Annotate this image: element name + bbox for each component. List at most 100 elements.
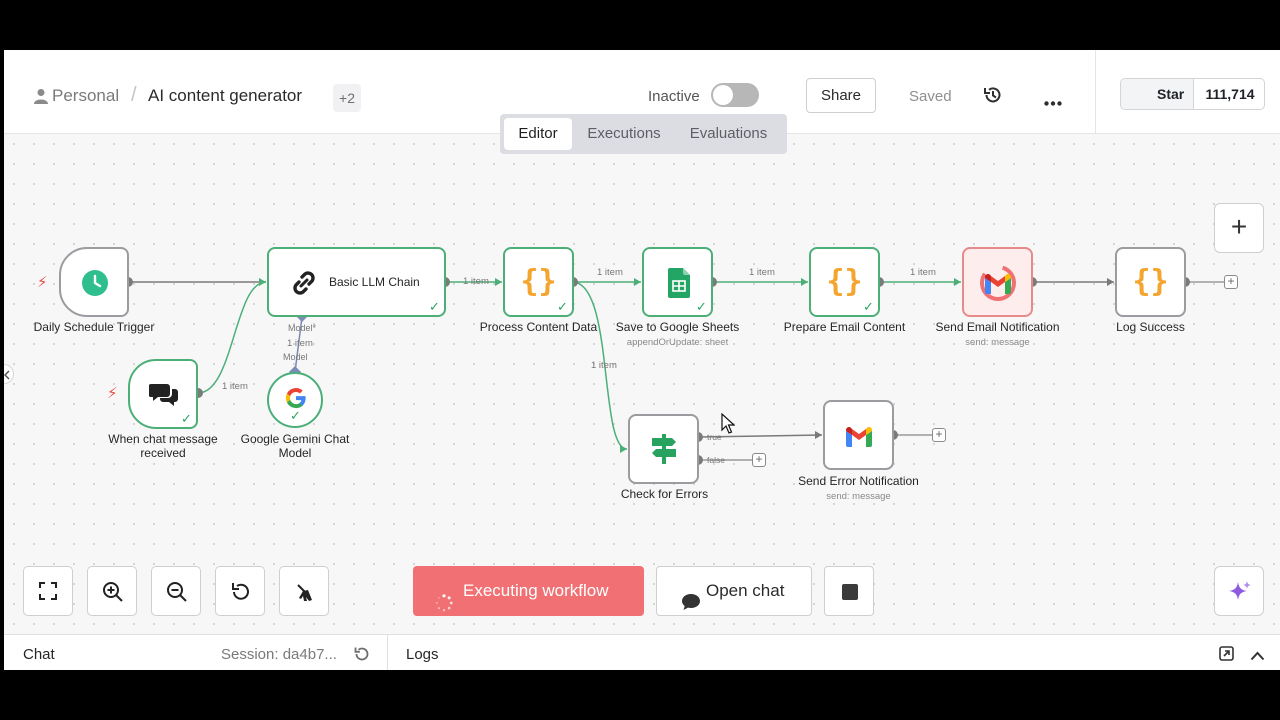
reset-session-icon[interactable] bbox=[353, 645, 371, 668]
node-log-success[interactable]: {} bbox=[1115, 247, 1186, 317]
broom-icon bbox=[297, 584, 312, 601]
edge-label: 1 item bbox=[749, 267, 775, 278]
executing-workflow-button[interactable]: Executing workflow bbox=[413, 566, 644, 616]
node-basic-llm-chain[interactable]: Basic LLM Chain ✓ bbox=[267, 247, 446, 317]
node-send-email-notification[interactable] bbox=[962, 247, 1033, 317]
zoom-in-icon bbox=[103, 582, 123, 602]
edge-gemini-llm bbox=[294, 316, 303, 373]
gmail-icon bbox=[846, 427, 872, 452]
node-label: Check for Errors bbox=[620, 487, 709, 501]
tidy-up-button[interactable] bbox=[279, 566, 329, 616]
tab-evaluations[interactable]: Evaluations bbox=[689, 125, 768, 142]
chevron-up-icon[interactable] bbox=[1250, 648, 1265, 666]
session-id: Session: da4b7... bbox=[221, 646, 337, 663]
loading-spinner-icon bbox=[435, 582, 453, 632]
link-icon bbox=[289, 268, 319, 303]
edge-label: 1 item bbox=[287, 338, 313, 349]
success-check-icon: ✓ bbox=[557, 299, 568, 314]
zoom-out-button[interactable] bbox=[151, 566, 201, 616]
undo-icon bbox=[232, 583, 249, 600]
code-icon: {} bbox=[1132, 264, 1169, 299]
workflow-canvas[interactable]: 1 item 1 item 1 item 1 item 1 item 1 ite… bbox=[4, 134, 1280, 634]
more-options-icon[interactable] bbox=[1044, 93, 1062, 111]
tab-executions[interactable]: Executions bbox=[587, 125, 661, 142]
chat-bubble-icon bbox=[681, 582, 701, 630]
saved-status: Saved bbox=[909, 88, 952, 105]
open-chat-label: Open chat bbox=[706, 581, 785, 600]
ai-assistant-button[interactable] bbox=[1214, 566, 1264, 616]
edge-label: 1 item bbox=[591, 360, 617, 371]
workflow-name[interactable]: AI content generator bbox=[148, 86, 303, 105]
false-branch-label: false bbox=[707, 455, 725, 465]
gemini-port-label: Model bbox=[283, 352, 308, 362]
code-icon: {} bbox=[520, 264, 557, 299]
github-star-count[interactable]: 111,714 bbox=[1205, 86, 1255, 102]
edge-label: 1 item bbox=[222, 381, 248, 392]
breadcrumb-project[interactable]: Personal bbox=[52, 86, 120, 105]
pop-out-icon[interactable] bbox=[1219, 646, 1234, 666]
fit-view-icon bbox=[39, 582, 57, 600]
node-google-gemini-chat-model[interactable]: ✓ bbox=[267, 372, 323, 428]
spinner-icon bbox=[978, 263, 1018, 308]
node-label: Send Email Notification bbox=[935, 320, 1060, 334]
edge-label: 1 item bbox=[463, 276, 489, 287]
success-check-icon: ✓ bbox=[290, 408, 301, 423]
view-tabs: Editor Executions Evaluations bbox=[500, 114, 787, 154]
logs-panel-title[interactable]: Logs bbox=[406, 646, 439, 663]
tags-more-chip[interactable]: +2 bbox=[333, 84, 361, 112]
fit-view-button[interactable] bbox=[23, 566, 73, 616]
node-send-error-notification[interactable] bbox=[823, 400, 894, 470]
node-chat-trigger[interactable]: ✓ bbox=[128, 359, 198, 429]
node-label: Prepare Email Content bbox=[783, 320, 906, 334]
panel-divider bbox=[387, 635, 388, 670]
node-label: Log Success bbox=[1116, 320, 1185, 334]
active-status-label: Inactive bbox=[648, 88, 700, 105]
sparkle-icon bbox=[1229, 581, 1251, 600]
app-window: Personal / AI content generator +2 Inact… bbox=[4, 50, 1280, 670]
arrow-heads bbox=[259, 278, 961, 453]
success-check-icon: ✓ bbox=[696, 299, 707, 314]
tab-editor[interactable]: Editor bbox=[504, 118, 572, 150]
chat-panel-title[interactable]: Chat bbox=[23, 646, 55, 663]
add-after-log-button[interactable]: + bbox=[1224, 275, 1238, 289]
edge-check-true bbox=[697, 434, 823, 438]
gmail-icon bbox=[985, 274, 1011, 299]
node-prepare-email-content[interactable]: {} ✓ bbox=[809, 247, 880, 317]
stop-icon bbox=[842, 584, 858, 600]
success-check-icon: ✓ bbox=[863, 299, 874, 314]
reset-zoom-button[interactable] bbox=[215, 566, 265, 616]
github-star-button[interactable]: Star 111,714 bbox=[1120, 78, 1265, 110]
chat-bubbles-icon bbox=[148, 381, 179, 412]
zoom-out-icon bbox=[167, 582, 187, 602]
open-chat-button[interactable]: Open chat bbox=[656, 566, 812, 616]
node-daily-schedule-trigger[interactable] bbox=[59, 247, 129, 317]
node-sublabel: send: message bbox=[965, 337, 1030, 348]
code-icon: {} bbox=[826, 264, 863, 299]
zoom-in-button[interactable] bbox=[87, 566, 137, 616]
history-icon[interactable] bbox=[983, 85, 1003, 110]
active-toggle[interactable] bbox=[711, 83, 759, 107]
node-label: Save to Google Sheets bbox=[615, 320, 740, 334]
github-panel: Star 111,714 bbox=[1095, 50, 1280, 134]
true-branch-label: true bbox=[707, 432, 722, 442]
node-label: Basic LLM Chain bbox=[329, 275, 420, 289]
success-check-icon: ✓ bbox=[181, 411, 192, 426]
connections-layer bbox=[123, 277, 1224, 465]
node-check-for-errors[interactable] bbox=[628, 414, 699, 484]
add-false-branch-button[interactable]: + bbox=[752, 453, 766, 467]
add-after-error-button[interactable]: + bbox=[932, 428, 946, 442]
node-process-content-data[interactable]: {} ✓ bbox=[503, 247, 574, 317]
edge-chat-llm bbox=[197, 281, 267, 394]
node-sublabel: appendOrUpdate: sheet bbox=[626, 337, 729, 348]
edge-process-check bbox=[572, 281, 628, 450]
share-button[interactable]: Share bbox=[806, 78, 876, 113]
add-node-button[interactable]: + bbox=[1214, 203, 1264, 253]
node-save-to-google-sheets[interactable]: ✓ bbox=[642, 247, 713, 317]
stop-execution-button[interactable] bbox=[824, 566, 874, 616]
user-icon bbox=[34, 88, 48, 109]
success-check-icon: ✓ bbox=[429, 299, 440, 314]
mouse-cursor-icon bbox=[721, 412, 736, 440]
google-sheets-icon bbox=[668, 268, 690, 303]
